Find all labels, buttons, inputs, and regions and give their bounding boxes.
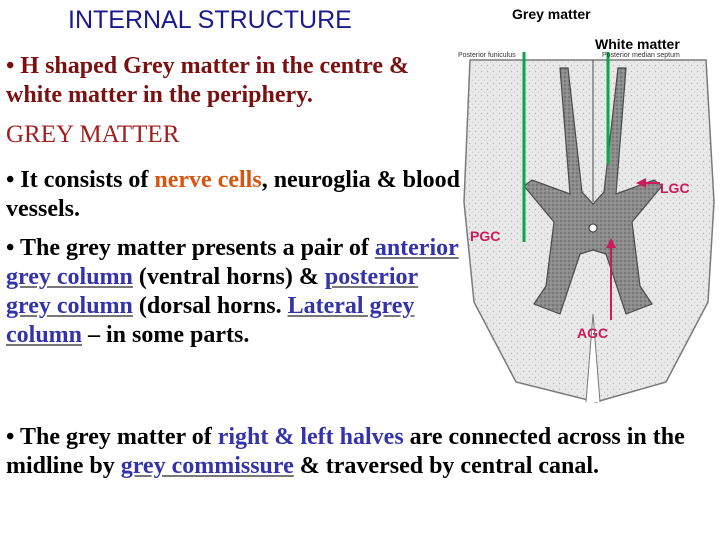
label-pgc: PGC <box>470 228 501 244</box>
term-lateral-grey-column: Lateral grey column <box>6 293 415 348</box>
text: (ventral horns) & <box>132 264 325 290</box>
label-posterior-funiculus: Posterior funiculus <box>458 52 516 59</box>
paragraph-columns: • The grey matter presents a pair of ant… <box>6 234 461 350</box>
text: • The grey matter of <box>6 424 218 450</box>
paragraph-h-shaped: • H shaped Grey matter in the centre & w… <box>6 53 410 108</box>
lgc-arrowhead <box>636 178 646 188</box>
heading-grey-matter: GREY MATTER <box>6 121 180 148</box>
spinal-cord-cross-section-figure: Posterior funiculus Posterior median sep… <box>456 52 720 416</box>
text: are connected across in the midline by <box>6 424 685 479</box>
central-canal <box>588 223 598 233</box>
text: • The grey matter presents a pair of <box>6 235 375 261</box>
label-agc: AGC <box>577 325 609 341</box>
anterior-median-fissure <box>585 313 601 403</box>
page-title: INTERNAL STRUCTURE <box>68 6 352 34</box>
paragraph-consists: • It consists of nerve cells, neuroglia … <box>6 166 466 224</box>
label-posterior-median-septum: Posterior median septum <box>602 52 680 59</box>
label-white-matter: White matter <box>595 36 680 52</box>
label-grey-matter: Grey matter <box>512 6 591 22</box>
term-posterior-grey-column: posterior grey column <box>6 264 419 319</box>
term-anterior-grey-column: anterior grey column <box>6 235 459 290</box>
text: , neuroglia & blood vessels. <box>6 167 460 222</box>
text: (dorsal horns. <box>132 293 288 319</box>
term-grey-commissure: grey commissure <box>120 453 294 479</box>
spinal-cord-illustration <box>463 52 715 403</box>
text: – in some parts. <box>82 322 250 348</box>
text: • It consists of <box>6 167 155 193</box>
highlight-nerve-cells: nerve cells <box>154 167 262 193</box>
paragraph-commissure: • The grey matter of right & left halves… <box>6 423 716 481</box>
text: & traversed by central canal. <box>293 453 600 479</box>
label-lgc: LGC <box>660 180 690 196</box>
grey-matter-h-shape <box>523 67 663 315</box>
highlight-halves: right & left halves <box>217 424 404 450</box>
agc-arrowhead <box>606 238 616 248</box>
